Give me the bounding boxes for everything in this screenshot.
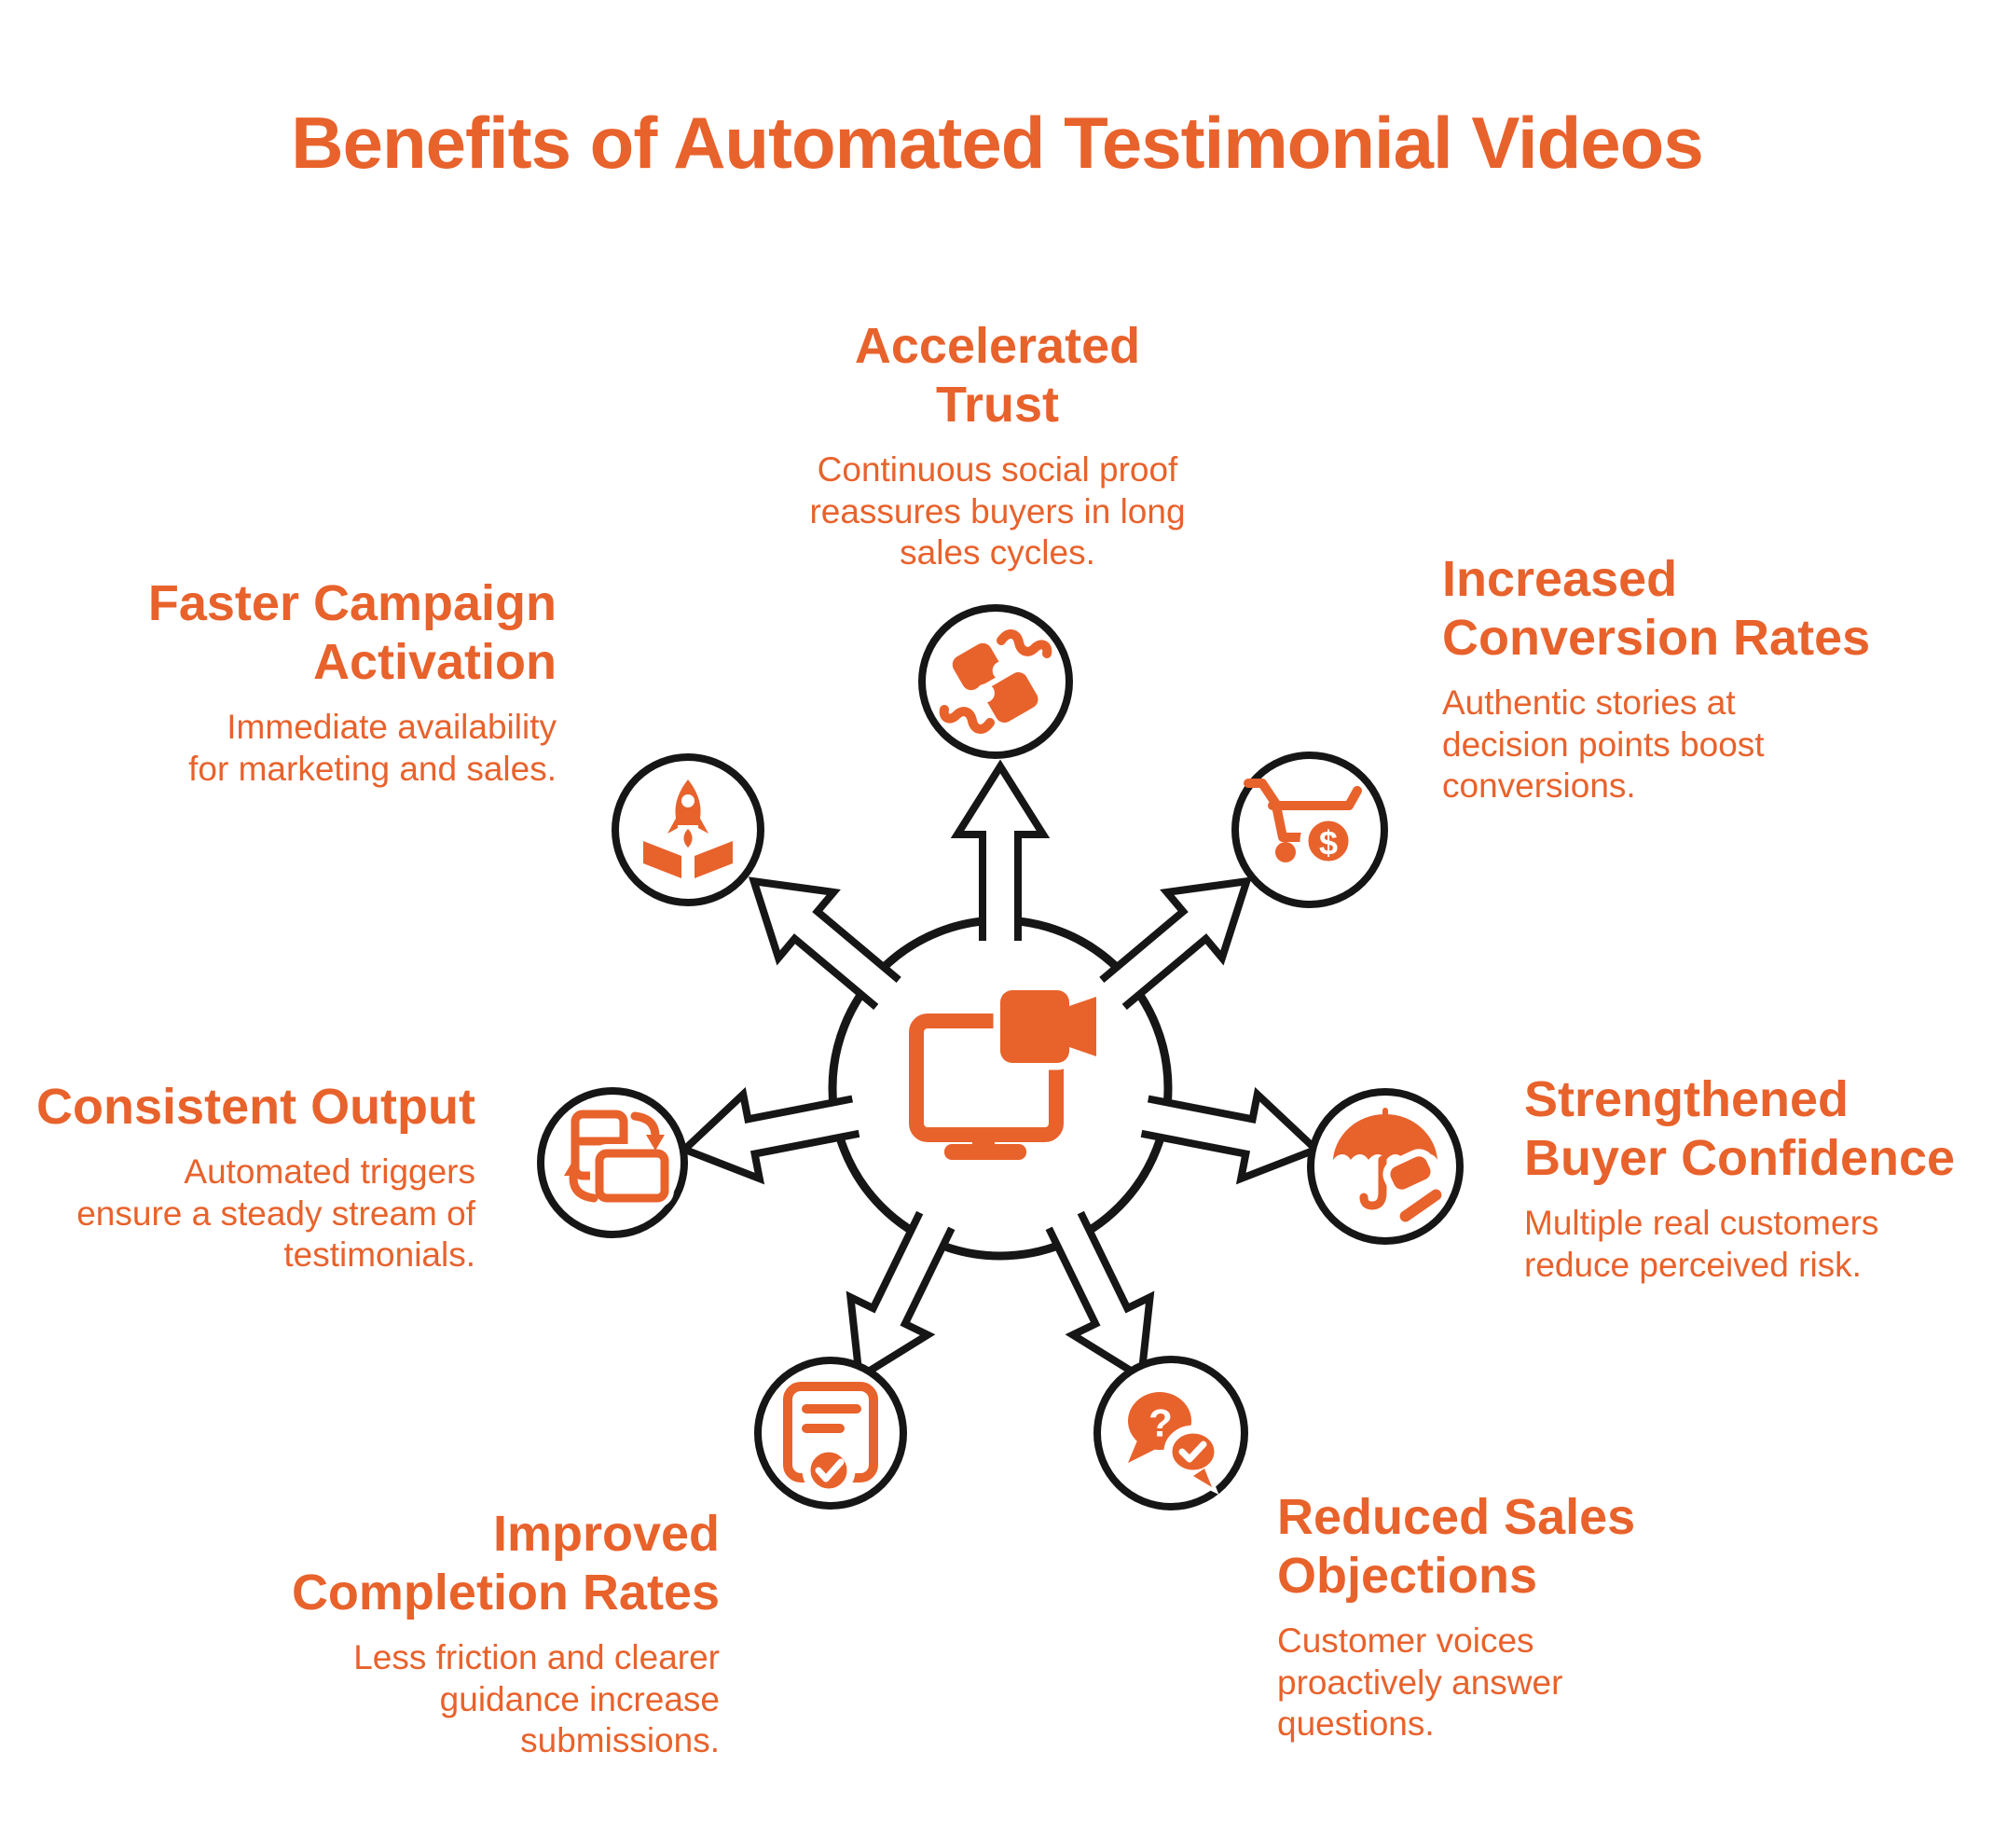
sync-trust-icon [939,629,1052,734]
benefit-heading: Improved Completion Rates [291,1506,720,1621]
benefit-faster-campaign-activation: Faster Campaign Activation Immediate ava… [126,574,557,790]
benefit-heading: Accelerated Trust [854,318,1141,434]
benefit-body: Less friction and clearer guidance incre… [353,1638,720,1760]
arrow-up-icon [950,759,1051,941]
cart-dollar-icon: $ [1244,779,1362,870]
question-answer-chat-icon: ? [1128,1392,1223,1495]
umbrella-protection-icon [1333,1108,1448,1228]
benefit-accelerated-trust: Accelerated Trust Continuous social proo… [741,317,1254,574]
benefit-consistent-output: Consistent Output Automated triggers ens… [7,1078,475,1276]
benefit-body: Authentic stories at decision points boo… [1442,683,1765,806]
benefit-reduced-sales-objections: Reduced Sales Objections Customer voices… [1277,1488,1799,1745]
dollar-glyph: $ [1319,824,1338,862]
benefit-body: Immediate availability for marketing and… [188,708,557,788]
monitor-video-camera-icon [909,983,1104,1160]
document-check-icon [783,1382,878,1497]
arrow-upper-left-icon [748,876,901,1011]
benefit-improved-completion-rates: Improved Completion Rates Less friction … [252,1505,720,1762]
benefit-body: Multiple real customers reduce perceived… [1524,1204,1879,1284]
benefit-body: Continuous social proof reassures buyers… [809,450,1186,572]
rocket-launch-icon [643,779,733,878]
arrow-upper-right-icon [1099,876,1253,1011]
page-title: Benefits of Automated Testimonial Videos [291,102,1703,184]
benefit-body: Customer voices proactively answer quest… [1277,1621,1563,1744]
benefit-heading: Consistent Output [36,1079,475,1135]
benefit-strengthened-buyer-confidence: Strengthened Buyer Confidence Multiple r… [1524,1070,1994,1286]
benefit-heading: Increased Conversion Rates [1442,551,1871,667]
rotate-device-icon [564,1110,674,1207]
benefit-increased-conversion-rates: Increased Conversion Rates Authentic sto… [1442,550,1964,807]
circle-accelerated-trust [918,604,1073,759]
benefit-heading: Strengthened Buyer Confidence [1524,1071,1956,1187]
benefit-heading: Reduced Sales Objections [1277,1489,1636,1605]
benefit-body: Automated triggers ensure a steady strea… [76,1152,475,1274]
benefit-heading: Faster Campaign Activation [147,575,557,691]
